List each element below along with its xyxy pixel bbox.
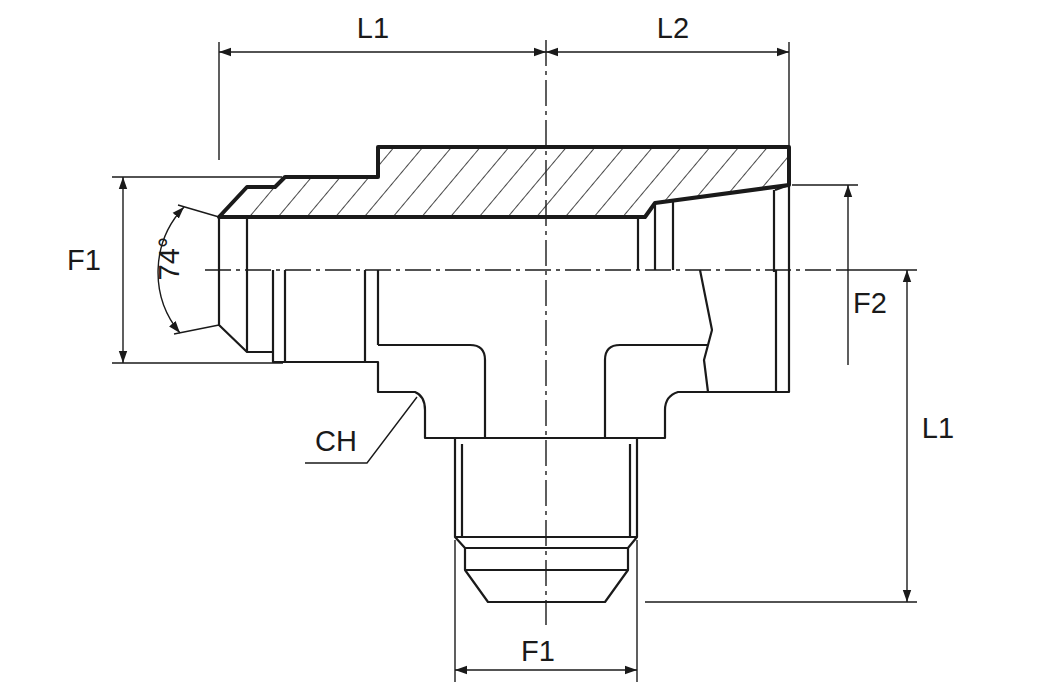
thread-line — [629, 444, 631, 537]
bore-line — [605, 345, 708, 438]
body-outline — [219, 185, 789, 438]
center-line — [205, 269, 840, 270]
extension-line — [174, 325, 219, 334]
edge-line — [377, 270, 379, 345]
dimensions — [112, 42, 917, 682]
edge-line — [465, 547, 628, 549]
dimension-line — [847, 185, 848, 365]
edge-line — [455, 536, 637, 538]
edge-line — [284, 270, 286, 362]
fitting-body — [219, 185, 789, 602]
dimension-line — [546, 51, 789, 52]
thread-line — [773, 190, 775, 272]
bore-line — [378, 345, 485, 438]
extension-line — [112, 362, 283, 363]
dimension-label: L2 — [655, 13, 691, 44]
dimension-label: L1 — [920, 413, 956, 444]
dimension-label: L1 — [355, 13, 391, 44]
edge-line — [246, 217, 248, 352]
leader-line — [305, 397, 417, 463]
thread-line — [461, 444, 463, 537]
dimension-line — [219, 51, 546, 52]
dimension-line — [455, 669, 637, 670]
thread-line — [775, 270, 777, 392]
extension-line — [454, 540, 455, 682]
extension-line — [840, 269, 917, 270]
dimension-label: CH — [313, 426, 359, 457]
edge-line — [465, 569, 628, 571]
stem-outline — [455, 438, 637, 602]
dimension-label: F1 — [65, 245, 103, 276]
section-hatch — [219, 147, 789, 217]
edge-line — [272, 270, 274, 352]
edge-line — [775, 185, 789, 190]
extension-line — [218, 42, 219, 160]
break-line — [700, 270, 712, 392]
center-line — [205, 40, 840, 625]
extension-line — [636, 540, 637, 682]
edge-line — [672, 199, 674, 270]
dimension-line — [122, 177, 123, 363]
edge-line — [654, 203, 656, 270]
dimension-label: F1 — [519, 636, 557, 667]
extension-line — [645, 601, 917, 602]
extension-line — [788, 42, 789, 147]
edge-line — [637, 217, 639, 270]
edge-line — [364, 270, 366, 362]
extension-line — [112, 176, 282, 177]
dimension-label: F2 — [851, 288, 889, 319]
dimension-label: 74° — [154, 234, 185, 282]
dimension-line — [906, 270, 907, 602]
extension-line — [178, 205, 219, 217]
